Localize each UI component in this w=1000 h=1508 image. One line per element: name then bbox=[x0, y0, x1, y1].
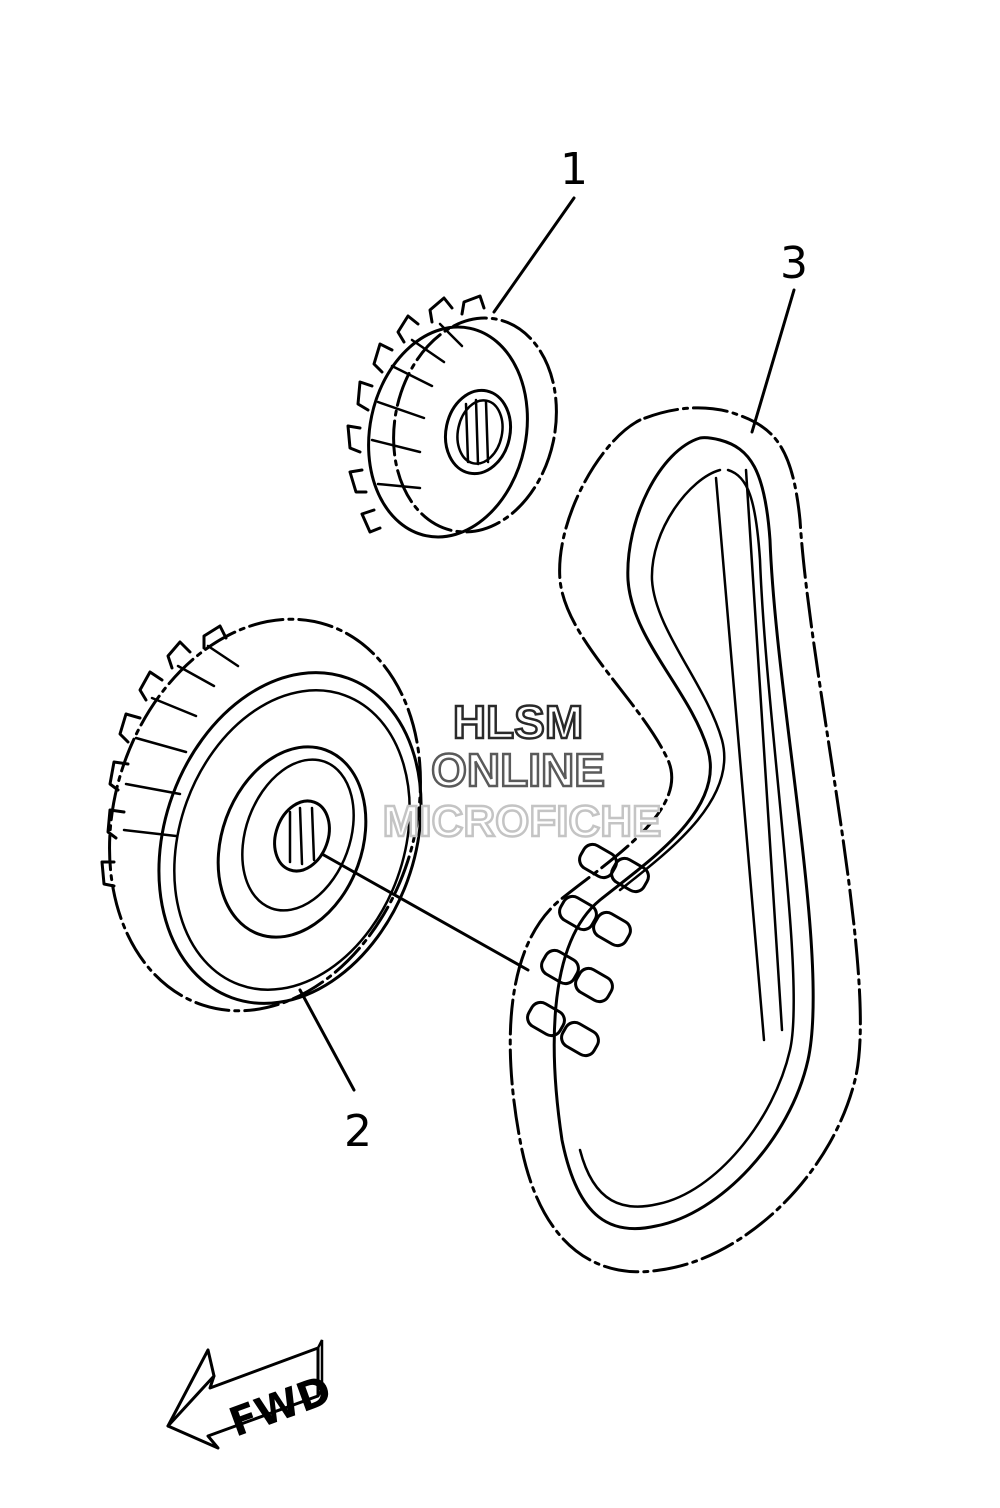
watermark-line-1: HLSM bbox=[453, 696, 583, 748]
fwd-arrow-icon: FWD bbox=[166, 1339, 337, 1450]
watermark: HLSM ONLINE MICROFICHE bbox=[381, 695, 662, 848]
part-2-sprocket bbox=[100, 617, 530, 1092]
fwd-label: FWD bbox=[223, 1367, 337, 1446]
part-number-1: 1 bbox=[560, 144, 588, 195]
part-1-sprocket bbox=[346, 196, 576, 539]
part-3-belt bbox=[508, 288, 862, 1274]
watermark-line-3: MICROFICHE bbox=[383, 797, 662, 846]
part-number-2: 2 bbox=[344, 1106, 372, 1157]
part-number-3: 3 bbox=[780, 238, 808, 289]
watermark-line-2: ONLINE bbox=[431, 744, 605, 796]
